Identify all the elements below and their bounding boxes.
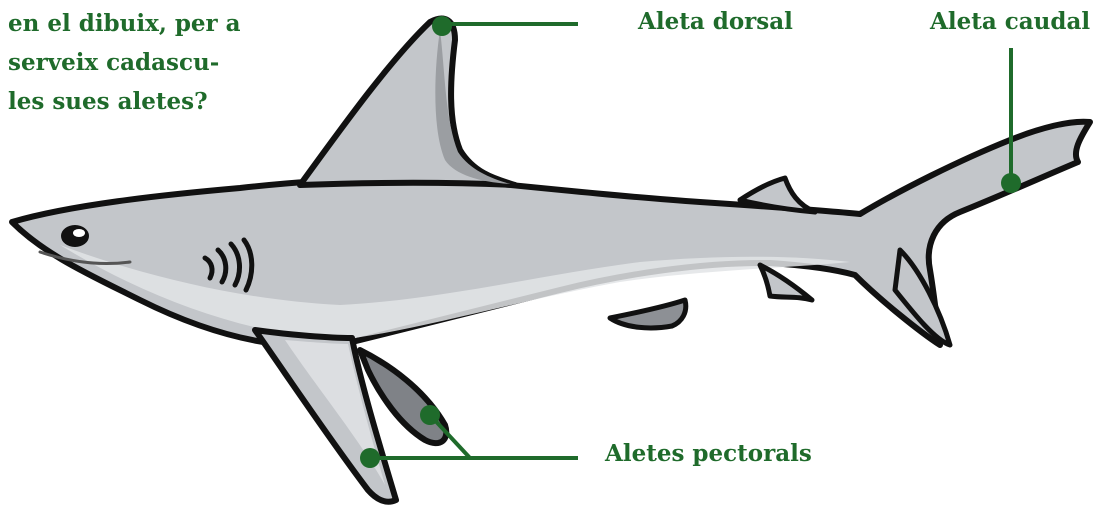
caudal-marker [1001, 173, 1021, 193]
question-line-1: en el dibuix, per a [8, 4, 278, 43]
shark-eye [61, 225, 89, 247]
question-text: en el dibuix, per a serveix cadascu- les… [8, 4, 278, 121]
pectoral-marker-back [420, 405, 440, 425]
dorsal-marker [432, 16, 452, 36]
pelvic-fin [610, 300, 686, 328]
shark-eye-highlight [73, 229, 85, 237]
pectoral-fins-label: Aletes pectorals [605, 440, 812, 468]
dorsal-fin [300, 19, 515, 185]
caudal-fin-label: Aleta caudal [930, 8, 1090, 36]
dorsal-fin-label: Aleta dorsal [638, 8, 793, 36]
question-line-3: les sues aletes? [8, 82, 278, 121]
pectoral-marker-front [360, 448, 380, 468]
anal-fin [760, 265, 812, 300]
question-line-2: serveix cadascu- [8, 43, 278, 82]
